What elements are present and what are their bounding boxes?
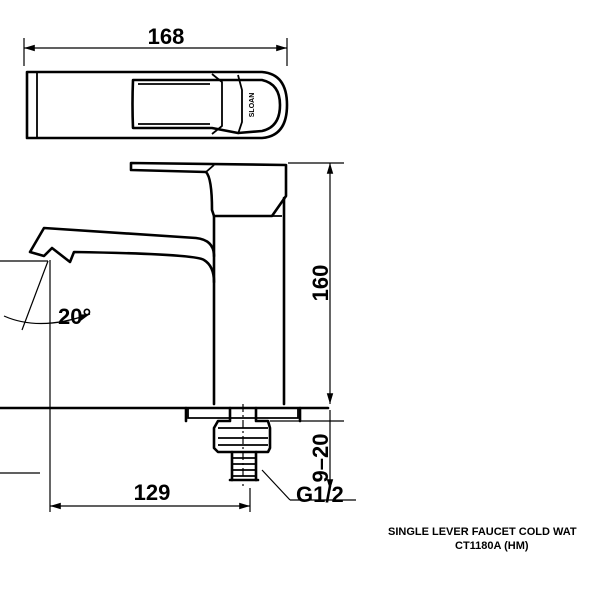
dimension-129: 129 bbox=[49, 260, 251, 512]
dim-spout-angle: 20° bbox=[58, 304, 91, 329]
top-view: 168 SLOAN bbox=[23, 24, 289, 140]
title-line-1: SINGLE LEVER FAUCET COLD WAT bbox=[388, 526, 577, 538]
side-view bbox=[0, 161, 330, 486]
dim-thread: G1/2 bbox=[296, 482, 344, 507]
dim-height: 160 bbox=[308, 265, 333, 302]
dim-spout-reach: 129 bbox=[134, 480, 171, 505]
dimension-160: 160 bbox=[288, 162, 344, 404]
dim-thickness-range: 9–20 bbox=[308, 434, 333, 483]
thread-callout: G1/2 bbox=[261, 469, 356, 507]
dim-top-width: 168 bbox=[148, 24, 185, 49]
title-line-2: CT1180A (HM) bbox=[455, 540, 529, 552]
dimension-9-20: 9–20 bbox=[270, 410, 344, 490]
title-block: SINGLE LEVER FAUCET COLD WAT CT1180A (HM… bbox=[388, 526, 577, 552]
brand-logo: SLOAN bbox=[249, 93, 256, 118]
dimension-angle: 20° bbox=[0, 260, 91, 331]
